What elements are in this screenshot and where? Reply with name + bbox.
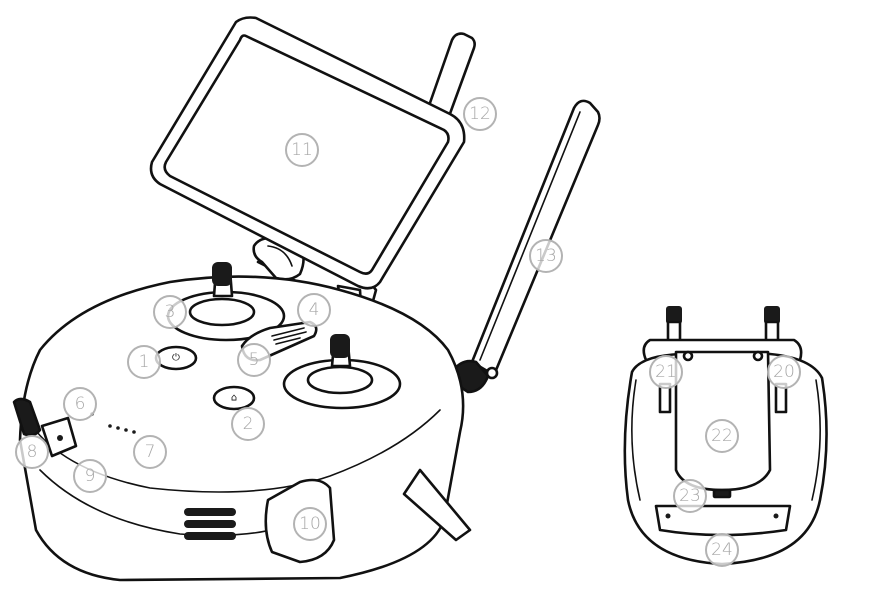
callout-10: 10 <box>293 507 327 541</box>
svg-text:4: 4 <box>309 300 320 320</box>
callout-13: 13 <box>529 239 563 273</box>
callout-3: 3 <box>153 295 187 329</box>
callout-21: 21 <box>649 355 683 389</box>
callout-8: 8 <box>15 435 49 469</box>
callout-6: 6 <box>63 387 97 421</box>
svg-text:7: 7 <box>145 442 156 462</box>
callout-2: 2 <box>231 407 265 441</box>
svg-text:9: 9 <box>85 466 96 486</box>
callouts: 1 2 3 4 5 6 7 8 9 10 11 <box>15 97 801 567</box>
callout-4: 4 <box>297 293 331 327</box>
svg-text:11: 11 <box>291 140 313 160</box>
left-antenna <box>422 32 476 132</box>
speaker-grille <box>271 327 307 345</box>
svg-text:1: 1 <box>139 352 150 372</box>
svg-text:23: 23 <box>679 486 701 506</box>
svg-text:6: 6 <box>75 394 86 414</box>
callout-9: 9 <box>73 459 107 493</box>
svg-text:22: 22 <box>711 426 733 446</box>
svg-text:24: 24 <box>711 540 733 560</box>
right-antenna <box>450 99 601 394</box>
callout-1: 1 <box>127 345 161 379</box>
svg-text:21: 21 <box>655 362 677 382</box>
bottom-vents <box>184 508 236 540</box>
svg-text:⏻: ⏻ <box>172 353 180 364</box>
svg-text:2: 2 <box>243 414 254 434</box>
callout-11: 11 <box>285 133 319 167</box>
callout-7: 7 <box>133 435 167 469</box>
callout-23: 23 <box>673 479 707 513</box>
callout-5: 5 <box>237 343 271 377</box>
svg-text:20: 20 <box>773 362 795 382</box>
svg-text:8: 8 <box>27 442 38 462</box>
svg-text:5: 5 <box>249 350 260 370</box>
callout-22: 22 <box>705 419 739 453</box>
svg-text:10: 10 <box>299 514 321 534</box>
callout-24: 24 <box>705 533 739 567</box>
svg-text:⌂: ⌂ <box>231 393 237 404</box>
svg-text:12: 12 <box>469 104 491 124</box>
svg-text:3: 3 <box>165 302 176 322</box>
callout-20: 20 <box>767 355 801 389</box>
callout-12: 12 <box>463 97 497 131</box>
svg-text:13: 13 <box>535 246 557 266</box>
controller-back-view <box>623 306 828 566</box>
